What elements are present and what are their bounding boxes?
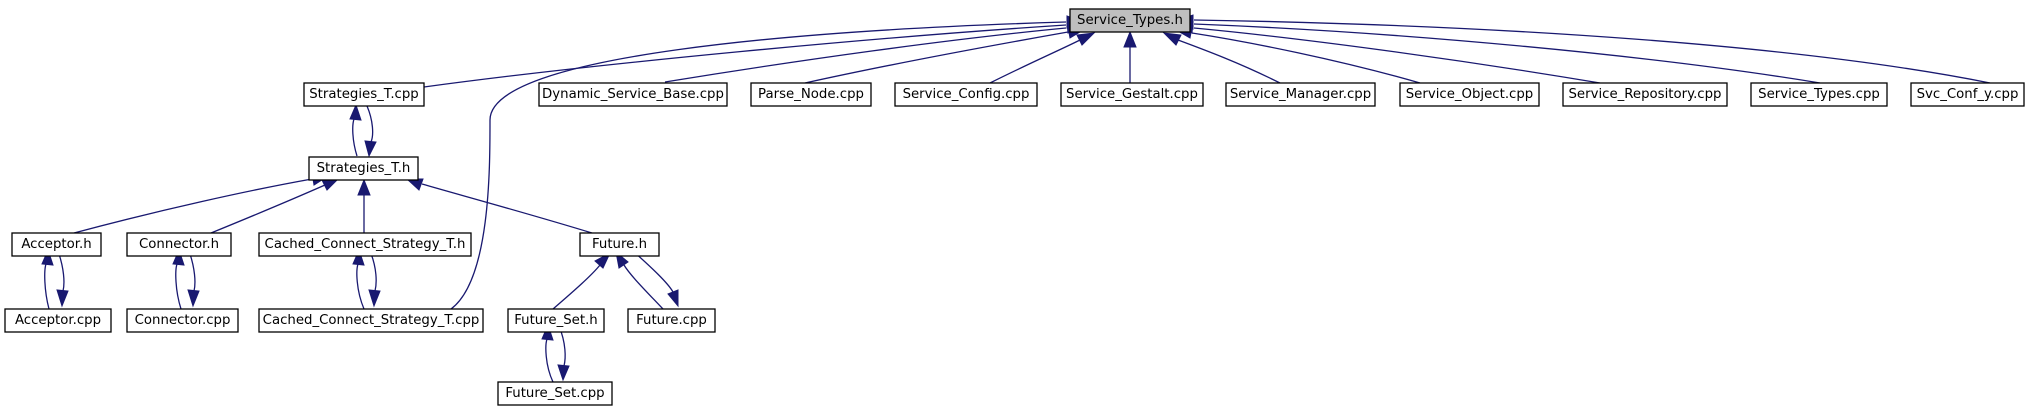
edges [41, 14, 1991, 383]
svg-text:Strategies_T.h: Strategies_T.h [317, 161, 411, 176]
svg-text:Service_Types.cpp: Service_Types.cpp [1758, 87, 1880, 102]
edge-acceptor-h-to-acceptor-cpp [56, 250, 69, 308]
node-future-cpp[interactable]: Future.cpp [627, 308, 716, 333]
svg-text:Acceptor.h: Acceptor.h [21, 237, 91, 252]
svg-text:Connector.h: Connector.h [139, 237, 219, 252]
svg-text:Service_Manager.cpp: Service_Manager.cpp [1230, 87, 1371, 102]
edge-future-h-to-future-cpp [632, 250, 679, 308]
svg-text:Parse_Node.cpp: Parse_Node.cpp [758, 87, 864, 102]
svg-text:Acceptor.cpp: Acceptor.cpp [15, 313, 101, 328]
svg-text:Service_Config.cpp: Service_Config.cpp [903, 87, 1030, 102]
svg-text:Future_Set.cpp: Future_Set.cpp [505, 386, 604, 401]
edge-service-types-cpp-to-service-types-h [1175, 17, 1821, 84]
edge-cached-connect-strategy-t-cpp-to-service-types-h [450, 15, 1085, 310]
edge-strategies-t-cpp-to-service-types-h [423, 17, 1085, 88]
edge-future-set-h-to-future-set-cpp [557, 325, 570, 382]
node-cached-connect-strategy-t-h[interactable]: Cached_Connect_Strategy_T.h [258, 232, 472, 257]
node-service-types-cpp[interactable]: Service_Types.cpp [1750, 82, 1888, 107]
svg-text:Future_Set.h: Future_Set.h [514, 313, 597, 328]
node-service-gestalt-cpp[interactable]: Service_Gestalt.cpp [1060, 82, 1204, 107]
edge-connector-h-to-strategies-t-h [210, 177, 341, 234]
node-service-object-cpp[interactable]: Service_Object.cpp [1399, 82, 1540, 107]
edge-acceptor-h-to-strategies-t-h [73, 172, 330, 234]
svg-text:Service_Object.cpp: Service_Object.cpp [1406, 87, 1534, 102]
edge-connector-cpp-to-connector-h [172, 248, 185, 310]
svg-text:Connector.cpp: Connector.cpp [135, 313, 231, 328]
node-strategies-t-h[interactable]: Strategies_T.h [308, 156, 419, 181]
node-connector-cpp[interactable]: Connector.cpp [126, 308, 239, 333]
node-future-set-cpp[interactable]: Future_Set.cpp [497, 381, 613, 406]
edge-service-manager-cpp-to-service-types-h [1162, 32, 1281, 84]
edge-strategies-t-h-to-strategies-t-cpp [349, 103, 362, 157]
svg-text:Dynamic_Service_Base.cpp: Dynamic_Service_Base.cpp [542, 87, 724, 102]
edge-future-cpp-to-future-h [615, 250, 664, 310]
svg-text:Service_Repository.cpp: Service_Repository.cpp [1568, 87, 1721, 102]
edge-future-set-cpp-to-future-set-h [541, 323, 554, 383]
node-acceptor-cpp[interactable]: Acceptor.cpp [4, 308, 112, 333]
svg-text:Service_Gestalt.cpp: Service_Gestalt.cpp [1066, 87, 1198, 102]
node-service-config-cpp[interactable]: Service_Config.cpp [894, 82, 1038, 107]
edge-service-object-cpp-to-service-types-h [1174, 26, 1421, 84]
nodes: Service_Types.h Strategies_T.cpp Dynamic… [4, 8, 2025, 406]
edge-acceptor-cpp-to-acceptor-h [41, 248, 54, 310]
node-service-repository-cpp[interactable]: Service_Repository.cpp [1562, 82, 1728, 107]
node-cached-connect-strategy-t-cpp[interactable]: Cached_Connect_Strategy_T.cpp [258, 308, 484, 333]
node-acceptor-h[interactable]: Acceptor.h [11, 232, 102, 257]
edge-future-h-to-strategies-t-h [405, 178, 593, 234]
edge-future-set-h-to-future-h [552, 251, 612, 310]
edge-service-config-cpp-to-service-types-h [989, 32, 1096, 84]
node-connector-h[interactable]: Connector.h [126, 232, 232, 257]
svg-text:Svc_Conf_y.cpp: Svc_Conf_y.cpp [1917, 87, 2019, 102]
edge-connector-h-to-connector-cpp [187, 250, 200, 308]
svg-text:Cached_Connect_Strategy_T.cpp: Cached_Connect_Strategy_T.cpp [263, 313, 480, 328]
edge-strategies-t-cpp-to-strategies-t-h [364, 105, 377, 158]
node-service-manager-cpp[interactable]: Service_Manager.cpp [1225, 82, 1376, 107]
node-future-h[interactable]: Future.h [579, 232, 660, 257]
svg-text:Future.h: Future.h [592, 237, 647, 252]
edge-cached-connect-strategy-t-cpp-to-cached-connect-strategy-t-h [352, 248, 365, 310]
svg-text:Future.cpp: Future.cpp [636, 313, 707, 328]
edge-cached-connect-strategy-t-h-to-cached-connect-strategy-t-cpp [368, 250, 381, 308]
svg-text:Cached_Connect_Strategy_T.h: Cached_Connect_Strategy_T.h [265, 237, 466, 252]
edge-parse-node-cpp-to-service-types-h [804, 26, 1087, 84]
node-dynamic-service-base-cpp[interactable]: Dynamic_Service_Base.cpp [538, 82, 728, 107]
node-strategies-t-cpp[interactable]: Strategies_T.cpp [303, 82, 425, 107]
svg-text:Service_Types.h: Service_Types.h [1077, 13, 1183, 28]
svg-text:Strategies_T.cpp: Strategies_T.cpp [309, 87, 419, 102]
node-svc-conf-y-cpp[interactable]: Svc_Conf_y.cpp [1910, 82, 2025, 107]
node-service-types-h[interactable]: Service_Types.h [1069, 8, 1191, 33]
edge-cached-connect-strategy-t-h-to-strategies-t-h [357, 178, 371, 233]
node-future-set-h[interactable]: Future_Set.h [507, 308, 605, 333]
node-parse-node-cpp[interactable]: Parse_Node.cpp [750, 82, 872, 107]
edge-service-gestalt-cpp-to-service-types-h [1123, 30, 1137, 83]
edge-svc-conf-y-cpp-to-service-types-h [1175, 14, 1991, 84]
